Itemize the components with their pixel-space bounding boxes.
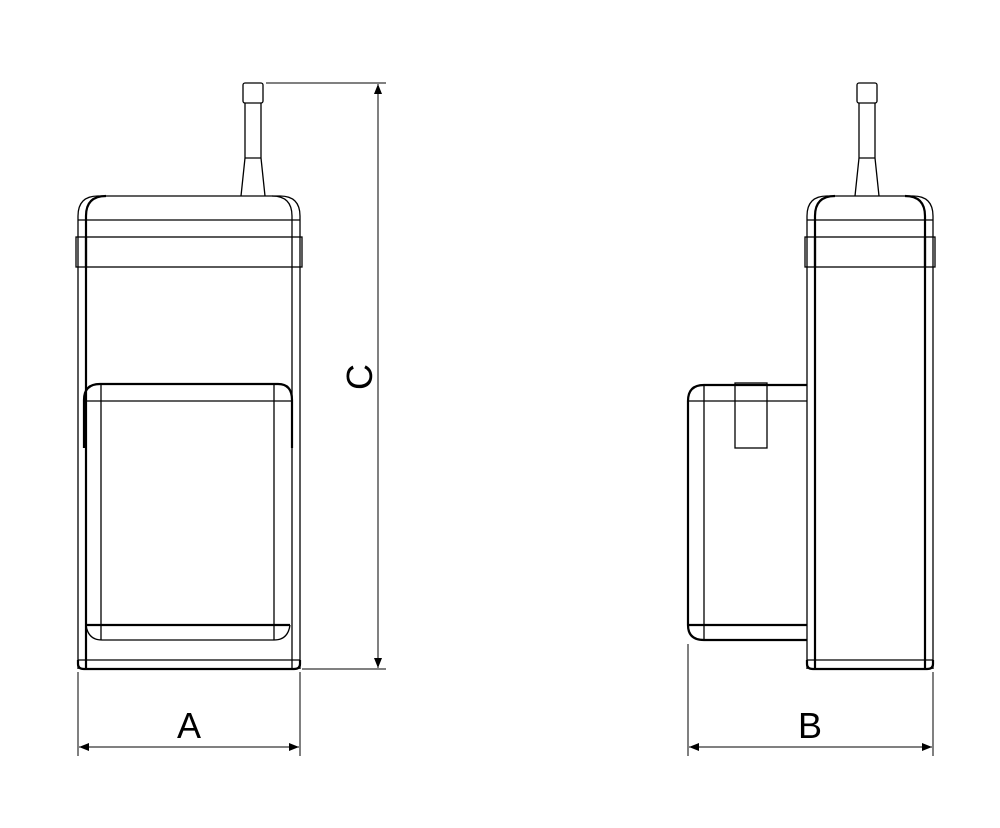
dimension-a: A bbox=[77, 672, 301, 756]
housing bbox=[804, 194, 936, 671]
belt-clip bbox=[82, 382, 294, 641]
antenna bbox=[240, 82, 266, 197]
dimension-label-b: B bbox=[798, 705, 822, 746]
front-view bbox=[75, 82, 303, 671]
housing bbox=[75, 194, 303, 671]
dimension-label-c: C bbox=[339, 364, 380, 390]
side-view bbox=[686, 82, 936, 671]
antenna bbox=[854, 82, 880, 197]
dimension-c: C bbox=[266, 82, 386, 670]
dimension-label-a: A bbox=[177, 705, 201, 746]
belt-clip bbox=[686, 382, 807, 642]
dimension-b: B bbox=[687, 644, 934, 756]
